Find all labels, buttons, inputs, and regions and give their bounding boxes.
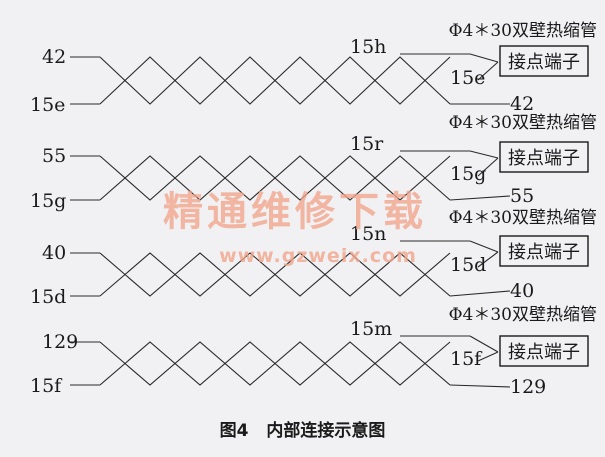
twisted-wire-b [99,341,451,386]
terminal-box [499,141,589,173]
terminal-box [499,235,589,267]
left-label-bottom: 15d [30,286,66,308]
splice-label-upper: 15n [350,223,386,245]
right-end-label: 55 [510,185,534,207]
figure-number: 图4 [219,421,249,441]
splice-label-upper: 15h [350,36,386,58]
left-label-bottom: 15e [30,94,65,116]
right-lead-end [449,195,511,201]
left-label-bottom: 15f [30,375,63,397]
splice-lead-lower-to-box [477,157,499,177]
figure-title: 内部连接示意图 [266,421,386,441]
splice-lead-lower-to-box [477,351,499,362]
left-label-top: 42 [42,46,66,68]
heat-shrink-tube-label: Φ4＊30双壁热缩管 [449,113,597,133]
splice-label-lower: 15d [450,254,486,276]
terminal-label: 接点端子 [508,52,580,73]
splice-label-lower: 15g [450,163,486,185]
watermark-title: 精通维修下载 [163,189,427,235]
splice-lead-lower-to-box [477,251,499,268]
right-lead-end [449,290,511,297]
figure-caption: 图4 内部连接示意图 [0,416,605,441]
heat-shrink-tube-label: Φ4＊30双壁热缩管 [449,21,597,41]
heat-shrink-tube-label: Φ4＊30双壁热缩管 [449,208,597,228]
left-label-bottom: 15g [30,190,66,212]
left-label-top: 40 [42,242,66,264]
watermark: 精通维修下载 www.gzweix.com [163,189,427,267]
twisted-wire-b [99,252,451,297]
twisted-wire-b [99,155,451,201]
terminal-box [499,335,589,367]
splice-label-lower: 15f [450,348,483,370]
twisted-wire-b [99,56,451,105]
right-end-label: 129 [510,376,546,398]
watermark-url: www.gzweix.com [219,245,417,267]
terminal-box [499,45,589,77]
splice-label-upper: 15m [350,318,392,340]
splice-label-lower: 15e [450,67,485,89]
splice-label-upper: 15r [350,133,384,155]
right-end-label: 40 [510,280,534,302]
terminal-label: 接点端子 [508,148,580,169]
terminal-label: 接点端子 [508,242,580,263]
terminal-label: 接点端子 [508,342,580,363]
splice-lead-upper-to-box [469,335,499,353]
splice-lead-upper-to-box [469,53,499,63]
right-end-label: 42 [510,93,534,115]
left-label-top: 129 [42,331,78,353]
heat-shrink-tube-label: Φ4＊30双壁热缩管 [449,305,597,325]
right-lead-end [449,384,511,388]
left-label-top: 55 [42,145,66,167]
splice-lead-upper-to-box [469,150,499,159]
splice-lead-upper-to-box [469,240,499,253]
splice-lead-lower-to-box [477,61,499,81]
